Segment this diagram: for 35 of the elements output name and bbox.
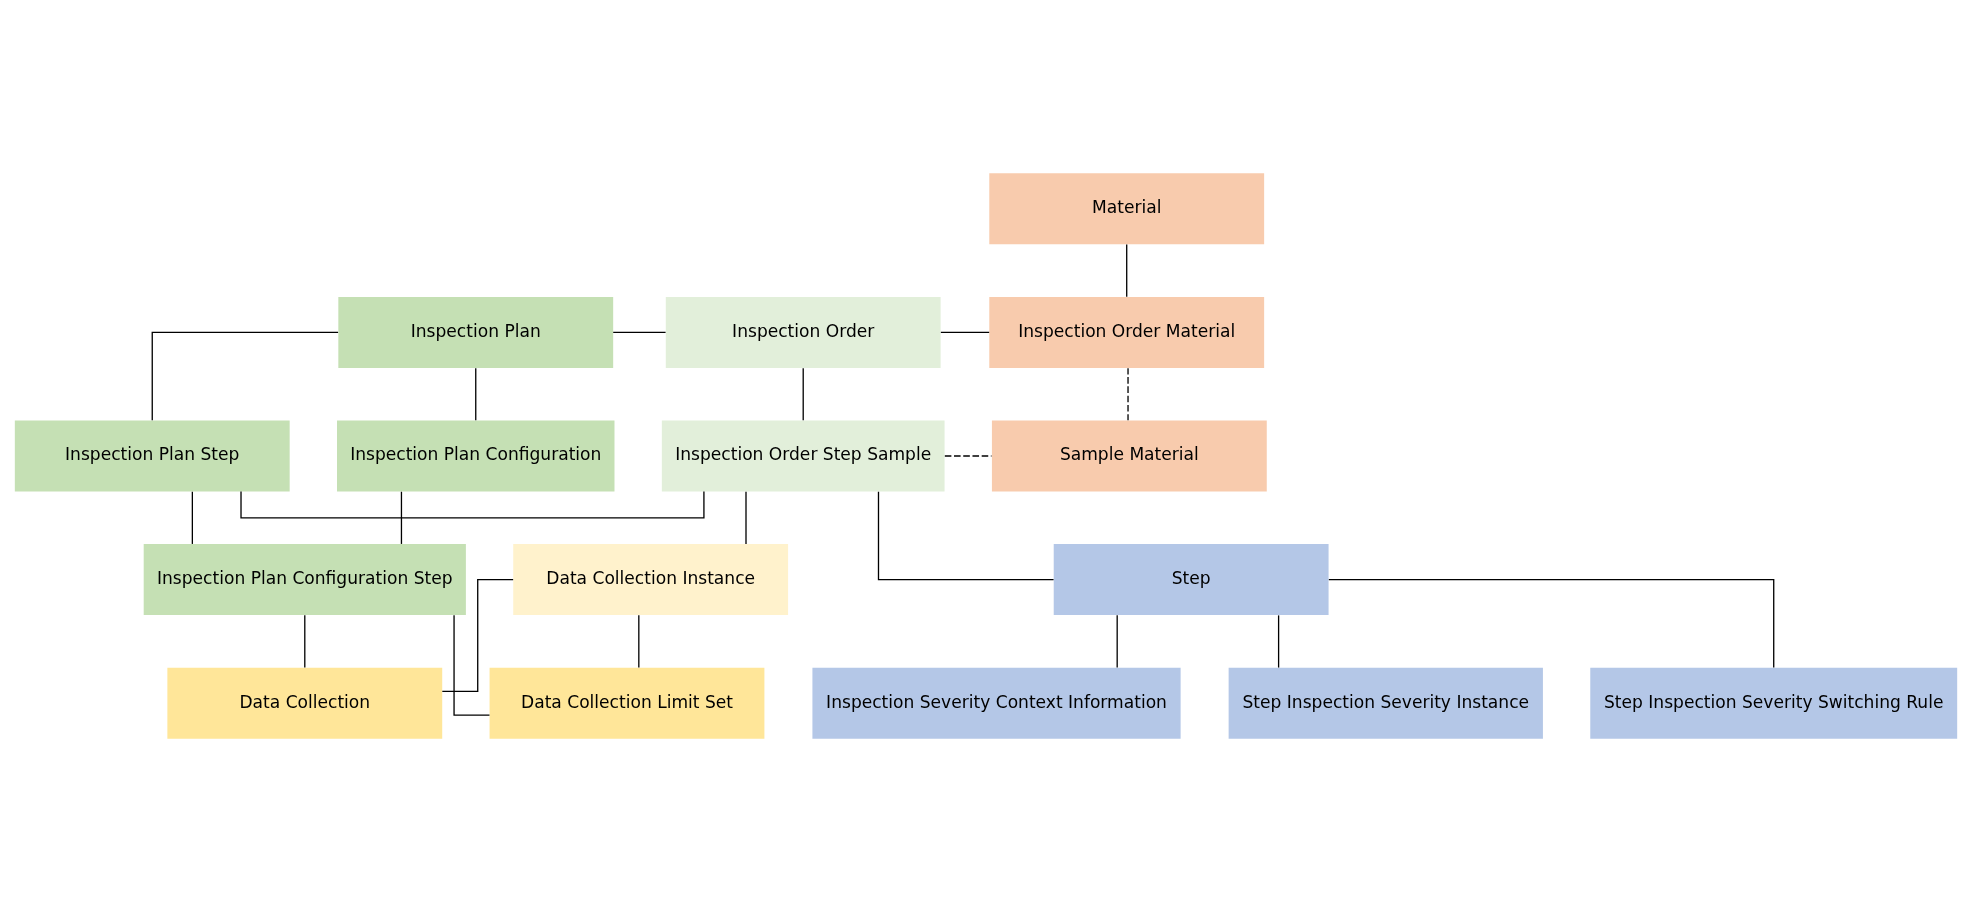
connector [441,578,514,692]
node-box: Inspection Order Material [989,296,1265,368]
connector [151,331,339,421]
node-box: Inspection Plan Step [14,420,290,491]
connector [1328,578,1775,668]
connector [1126,243,1128,297]
connector [638,614,640,668]
connector [1116,614,1118,668]
connector [240,490,705,518]
node-box: Material [989,172,1265,244]
connector [453,614,491,716]
node-box: Sample Material [991,420,1267,491]
node-box: Step Inspection Severity Switching Rule [1590,667,1958,739]
node-box: Inspection Severity Context Information [812,667,1181,739]
connector [304,614,306,668]
node-box: Data Collection [167,667,443,739]
node-box: Inspection Order Step Sample [661,420,945,491]
node-box: Inspection Plan Configuration [337,420,615,491]
connector [475,366,477,421]
connector [191,490,193,545]
connector [745,490,747,545]
connector [877,490,1055,580]
node-box: Data Collection Instance [513,543,789,615]
connector [612,331,667,333]
node-box: Inspection Plan [338,296,614,368]
node-box: Step [1053,543,1329,615]
node-box: Data Collection Limit Set [489,667,765,739]
node-box: Step Inspection Severity Instance [1228,667,1543,739]
node-box: Inspection Plan Configuration Step [143,543,466,615]
connector [940,331,990,333]
connector [400,490,403,545]
connector [802,366,804,421]
connector [1127,366,1129,421]
connector [1277,614,1280,668]
node-box: Inspection Order [665,296,941,368]
